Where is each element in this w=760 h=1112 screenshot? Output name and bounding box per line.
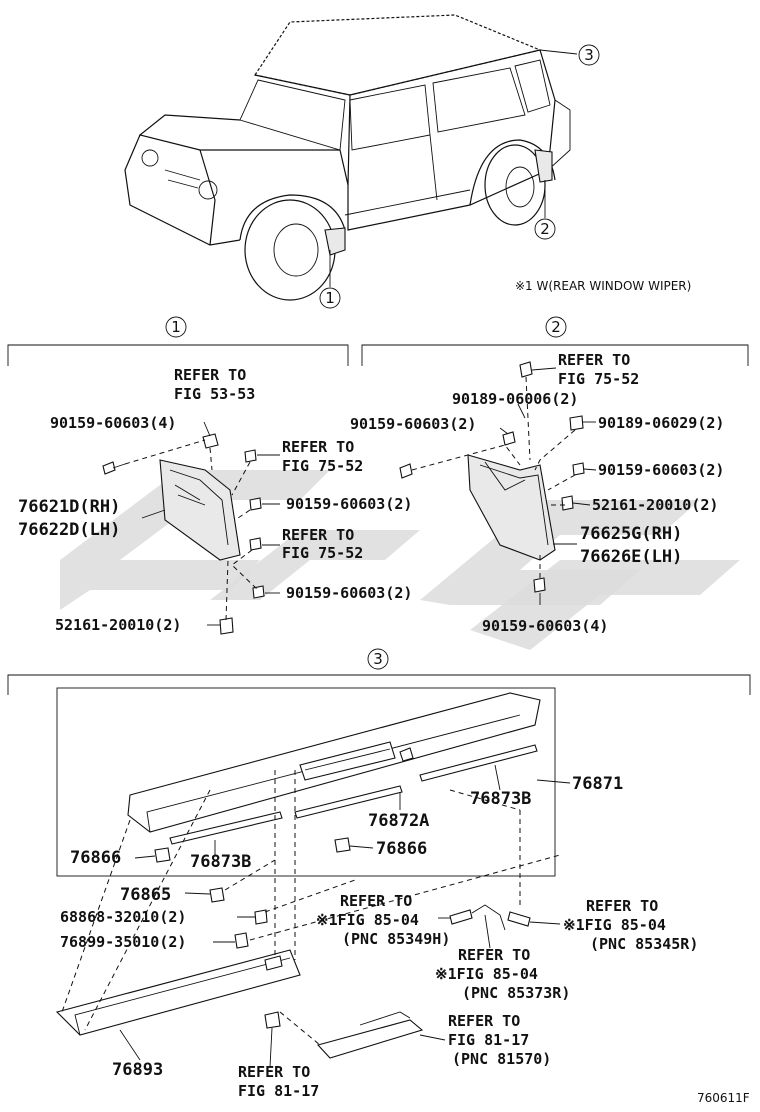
callout-2-section: 2 bbox=[551, 318, 561, 336]
s2-part-90189-06029: 90189-06029(2) bbox=[598, 414, 724, 432]
s3-part-76866-right: 76866 bbox=[376, 839, 427, 859]
s2-part-90159-2: 90159-60603(2) bbox=[350, 415, 476, 433]
s3-ref-85373-line3: (PNC 85373R) bbox=[462, 984, 570, 1002]
s1-refer-a-line2: FIG 53-53 bbox=[174, 385, 255, 403]
vehicle-overview bbox=[124, 14, 600, 309]
s3-part-76873b-left: 76873B bbox=[190, 852, 251, 872]
section-1-frame bbox=[7, 316, 349, 366]
s3-ref-81570-line3: (PNC 81570) bbox=[452, 1050, 551, 1068]
callout-3-vehicle: 3 bbox=[584, 46, 594, 64]
figure-id: 760611F bbox=[697, 1091, 750, 1105]
s3-ref-85345-line2: ※1FIG 85-04 bbox=[563, 916, 666, 934]
s3-part-76871: 76871 bbox=[572, 774, 623, 794]
s3-part-76873b-right: 76873B bbox=[470, 789, 531, 809]
s2-refer-a-line1: REFER TO bbox=[558, 351, 630, 369]
s1-part-90159-2b: 90159-60603(2) bbox=[286, 584, 412, 602]
s3-ref-85349-line1: REFER TO bbox=[340, 892, 412, 910]
wiper-note: ※1 W(REAR WINDOW WIPER) bbox=[515, 279, 691, 293]
s1-part-52161: 52161-20010(2) bbox=[55, 616, 181, 634]
s2-part-90159-4: 90159-60603(4) bbox=[482, 617, 608, 635]
s3-ref-85373-line2: ※1FIG 85-04 bbox=[435, 965, 538, 983]
s3-ref-85349-line2: ※1FIG 85-04 bbox=[316, 911, 419, 929]
s3-part-76899: 76899-35010(2) bbox=[60, 933, 186, 951]
s3-ref-85345-line3: (PNC 85345R) bbox=[590, 935, 698, 953]
section-2-parts bbox=[399, 361, 597, 605]
section-2-frame bbox=[361, 316, 749, 366]
s1-refer-b-line1: REFER TO bbox=[282, 438, 354, 456]
s2-part-90189-06006: 90189-06006(2) bbox=[452, 390, 578, 408]
section-1-parts bbox=[102, 421, 280, 635]
callout-2-vehicle: 2 bbox=[540, 220, 550, 238]
s3-ref-81570-line2: FIG 81-17 bbox=[448, 1031, 529, 1049]
s1-refer-a-line1: REFER TO bbox=[174, 366, 246, 384]
s2-refer-a-line2: FIG 75-52 bbox=[558, 370, 639, 388]
section-3-parts bbox=[55, 692, 571, 1068]
s1-part-76621: 76621D(RH) bbox=[18, 497, 120, 517]
callout-1-vehicle: 1 bbox=[325, 289, 335, 307]
s1-refer-c-line1: REFER TO bbox=[282, 526, 354, 544]
s3-part-76866-left: 76866 bbox=[70, 848, 121, 868]
callout-1-section: 1 bbox=[171, 318, 181, 336]
s2-part-52161: 52161-20010(2) bbox=[592, 496, 718, 514]
s2-part-76625: 76625G(RH) bbox=[580, 524, 682, 544]
s3-ref-81570-line1: REFER TO bbox=[448, 1012, 520, 1030]
s3-part-76865: 76865 bbox=[120, 885, 171, 905]
s3-ref-85373-line1: REFER TO bbox=[458, 946, 530, 964]
s1-refer-b-line2: FIG 75-52 bbox=[282, 457, 363, 475]
callout-3-section: 3 bbox=[373, 650, 383, 668]
s3-ref-8117-line2: FIG 81-17 bbox=[238, 1082, 319, 1100]
s1-refer-c-line2: FIG 75-52 bbox=[282, 544, 363, 562]
s1-part-90159-2a: 90159-60603(2) bbox=[286, 495, 412, 513]
s3-ref-8117-line1: REFER TO bbox=[238, 1063, 310, 1081]
s2-part-90159-2b: 90159-60603(2) bbox=[598, 461, 724, 479]
s1-part-76622: 76622D(LH) bbox=[18, 520, 120, 540]
s3-part-76872a: 76872A bbox=[368, 811, 429, 831]
s1-part-90159-4: 90159-60603(4) bbox=[50, 414, 176, 432]
s2-part-76626: 76626E(LH) bbox=[580, 547, 682, 567]
s3-ref-85345-line1: REFER TO bbox=[586, 897, 658, 915]
s3-part-68868: 68868-32010(2) bbox=[60, 908, 186, 926]
s3-part-76893: 76893 bbox=[112, 1060, 163, 1080]
s3-ref-85349-line3: (PNC 85349H) bbox=[342, 930, 450, 948]
